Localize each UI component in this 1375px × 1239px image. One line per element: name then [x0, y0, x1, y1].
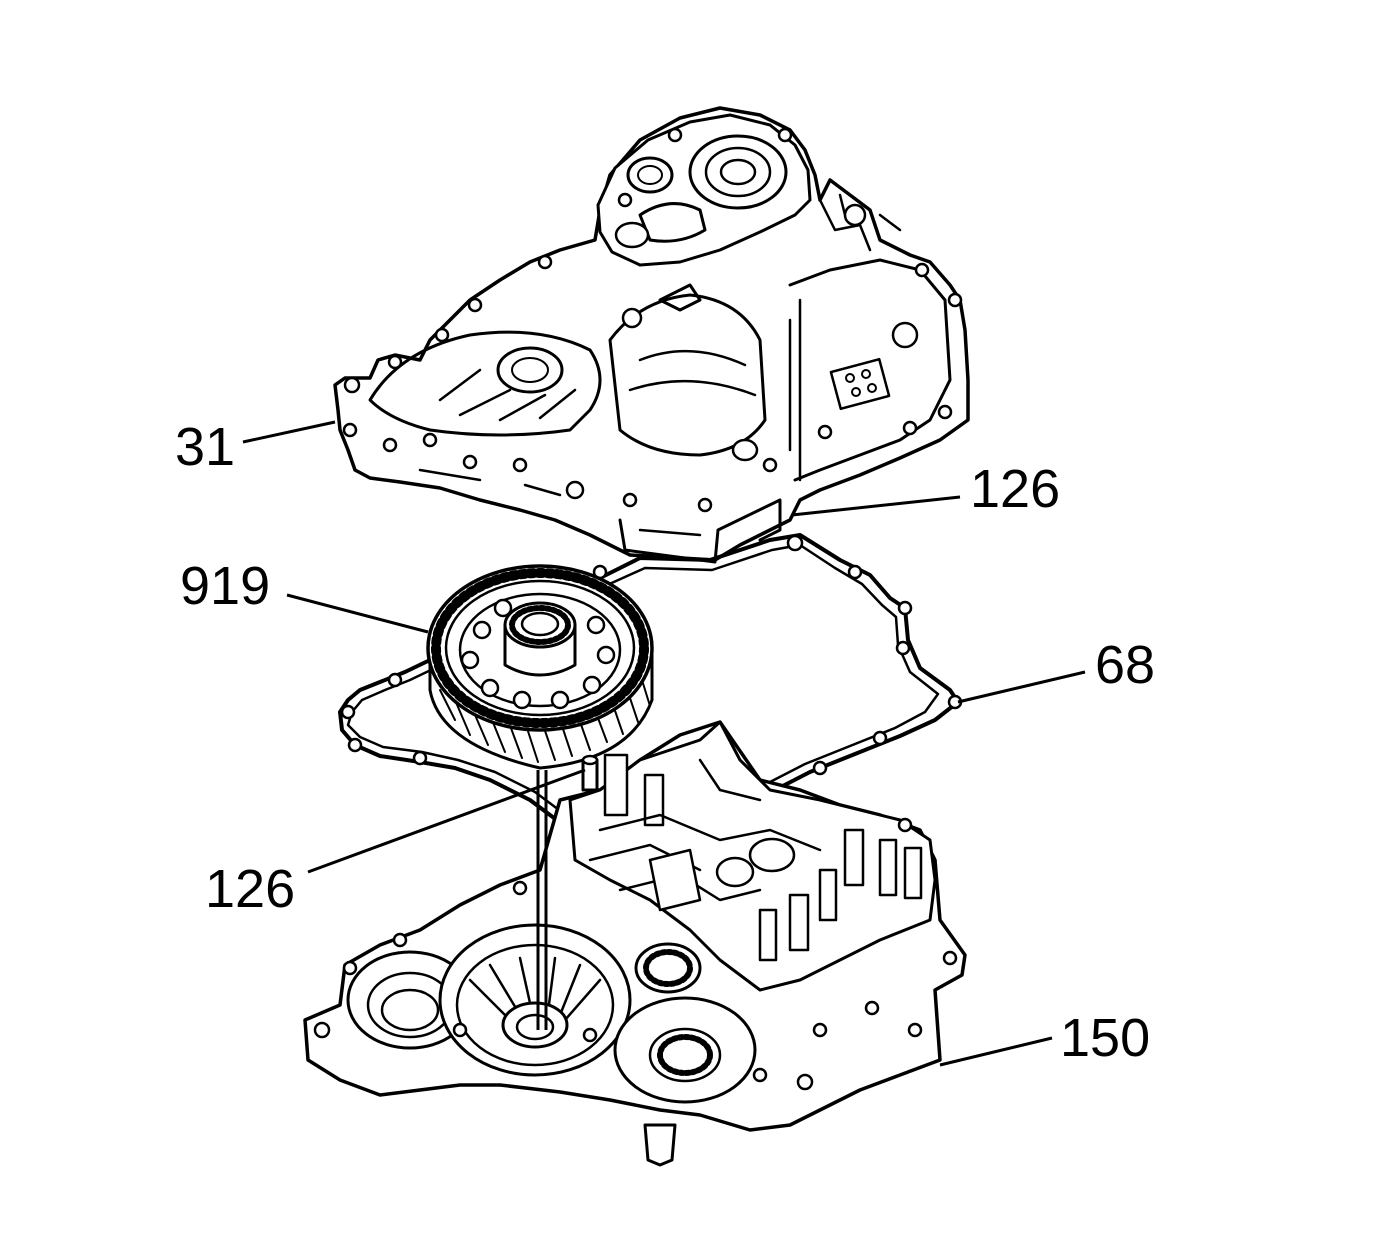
leader-150	[939, 1036, 1053, 1067]
callout-150: 150	[1060, 1008, 1150, 1068]
callout-126-upper: 126	[970, 459, 1060, 519]
transmission-case-31	[333, 106, 970, 564]
leader-31	[242, 420, 336, 444]
leader-68	[957, 670, 1086, 704]
case-bolt-holes	[342, 127, 963, 513]
alignment-centerline	[536, 770, 548, 1030]
differential-gear-919	[426, 564, 654, 770]
converter-housing-150	[303, 720, 967, 1167]
callout-31: 31	[175, 417, 235, 477]
callout-126-lower: 126	[205, 859, 295, 919]
leader-919	[286, 593, 429, 634]
leader-126-upper	[791, 495, 961, 517]
gasket-bolt-holes	[340, 534, 963, 776]
callout-68: 68	[1095, 635, 1155, 695]
housing-bolt-holes	[313, 817, 958, 1091]
callout-919: 919	[180, 556, 270, 616]
leader-126-lower	[307, 768, 586, 874]
